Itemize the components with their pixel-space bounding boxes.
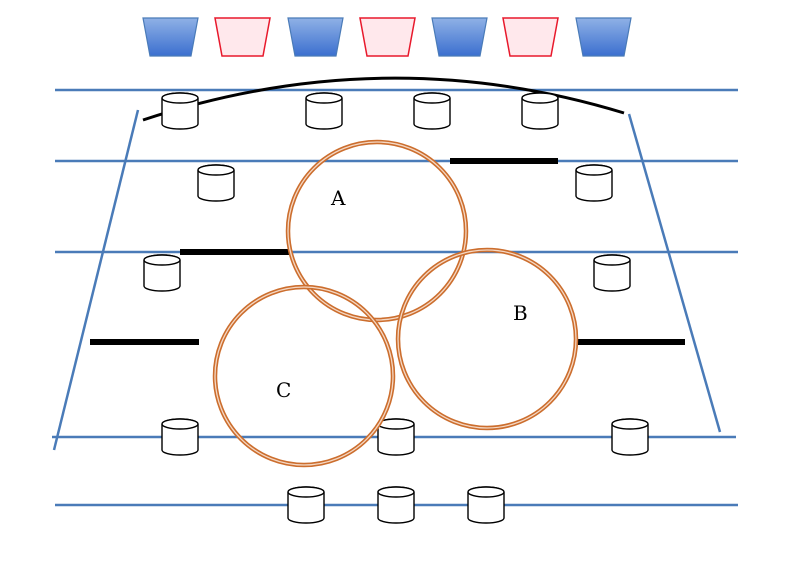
circle-labels-group: A B C xyxy=(276,186,528,402)
cylinder xyxy=(161,418,199,456)
circles-group xyxy=(212,139,579,468)
cylinder xyxy=(287,486,325,524)
circle-a-outer-ring xyxy=(285,139,469,323)
left-side-line xyxy=(52,109,140,451)
red-trapezoid xyxy=(359,17,416,57)
cylinder-top xyxy=(197,164,235,176)
circle-b xyxy=(395,247,579,431)
cylinder xyxy=(197,164,235,202)
cylinder-top xyxy=(161,92,199,104)
blue-trapezoid xyxy=(431,17,488,57)
barrier-bars-group xyxy=(90,158,685,345)
circle-c-outer-ring xyxy=(212,284,396,468)
right-side-line xyxy=(627,113,722,433)
cylinder-top xyxy=(521,92,559,104)
cylinder xyxy=(467,486,505,524)
cylinder-top xyxy=(575,164,613,176)
blue-trapezoid xyxy=(575,17,632,57)
circle-c xyxy=(212,284,396,468)
cylinder-top xyxy=(611,418,649,430)
cylinder xyxy=(377,486,415,524)
circle-label-b: B xyxy=(513,301,528,325)
cylinder-top xyxy=(467,486,505,498)
red-trapezoid xyxy=(502,17,559,57)
circle-b-inner-highlight xyxy=(397,249,577,429)
cylinder-top xyxy=(287,486,325,498)
cylinder-top xyxy=(143,254,181,266)
blue-trapezoid xyxy=(287,17,344,57)
cylinder-top xyxy=(161,418,199,430)
cylinder-top xyxy=(593,254,631,266)
cylinder xyxy=(575,164,613,202)
cylinder xyxy=(611,418,649,456)
circle-b-outer-ring xyxy=(395,247,579,431)
cylinder xyxy=(593,254,631,292)
cylinder xyxy=(521,92,559,130)
circle-label-c: C xyxy=(276,378,291,402)
cylinder xyxy=(161,92,199,130)
cylinder-top xyxy=(305,92,343,104)
side-lines-group xyxy=(52,109,722,451)
circle-label-a: A xyxy=(330,186,346,210)
circle-a xyxy=(285,139,469,323)
circle-c-inner-highlight xyxy=(214,286,394,466)
blue-trapezoid xyxy=(142,17,199,57)
top-arc-group xyxy=(142,76,625,122)
cylinders-group xyxy=(143,92,649,524)
top-row-shapes xyxy=(142,17,632,57)
cylinder xyxy=(143,254,181,292)
cylinder-top xyxy=(413,92,451,104)
top-arc xyxy=(142,76,625,122)
red-trapezoid xyxy=(214,17,271,57)
cylinder xyxy=(377,418,415,456)
cylinder xyxy=(305,92,343,130)
circle-a-inner-highlight xyxy=(287,141,467,321)
cylinder xyxy=(413,92,451,130)
cylinder-top xyxy=(377,486,415,498)
